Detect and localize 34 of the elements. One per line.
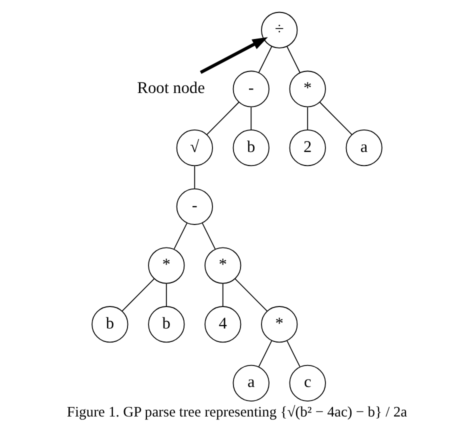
arrow — [200, 37, 268, 74]
node-circle: * — [261, 306, 298, 343]
connector — [319, 102, 352, 135]
connector — [194, 166, 196, 189]
node-circle: a — [232, 364, 270, 402]
connector — [234, 278, 268, 312]
connector — [258, 340, 272, 368]
node-circle: 4 — [204, 306, 242, 343]
connector — [202, 222, 216, 250]
caption: Figure 1. GP parse tree representing {√(b² − 4ac) − b} / 2a — [66, 404, 408, 421]
node-circle: * — [148, 247, 185, 284]
connector — [206, 102, 240, 135]
node-circle: b — [232, 130, 270, 166]
connector — [122, 278, 155, 312]
connector — [166, 283, 167, 307]
node-circle: b — [92, 306, 128, 343]
node-circle: - — [232, 70, 270, 108]
connector — [174, 222, 188, 250]
node-circle: c — [289, 364, 326, 402]
node-circle: a — [346, 130, 382, 166]
node-circle: ÷ — [261, 12, 298, 48]
node-circle: * — [289, 70, 326, 108]
node-text: Root node — [137, 78, 205, 97]
node-circle: 2 — [289, 130, 326, 166]
connector — [307, 106, 308, 130]
connector — [258, 46, 272, 73]
connector — [250, 106, 252, 130]
node-circle: √ — [176, 130, 213, 166]
connector — [222, 283, 224, 307]
node-circle: b — [148, 306, 185, 343]
node-circle: * — [204, 247, 242, 284]
node-circle: - — [176, 188, 213, 225]
connector — [286, 46, 300, 73]
connector — [286, 340, 300, 368]
